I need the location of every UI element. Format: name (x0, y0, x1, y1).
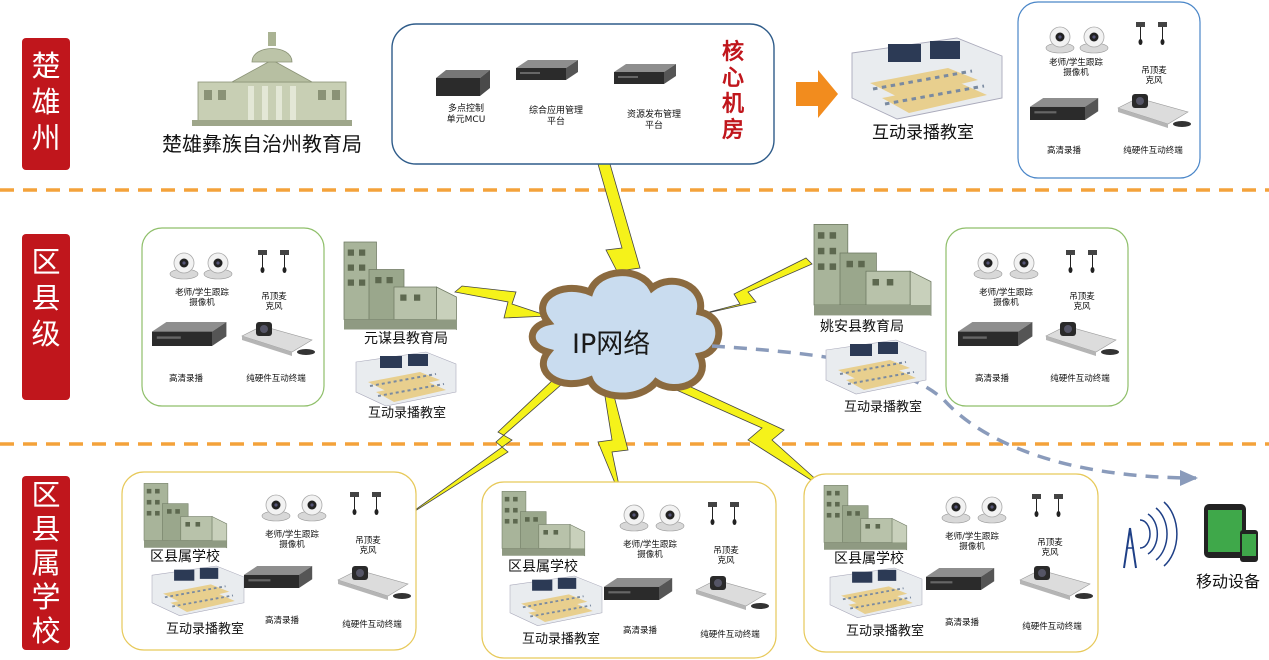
ip-network-label: IP网络 (572, 329, 651, 360)
county-bureau-name: 元谋县教育局 (364, 331, 448, 347)
mic-label: 吊顶麦 克风 (1037, 538, 1063, 558)
terminal-label: 纯硬件互动终端 (700, 630, 760, 640)
tier-label-prefecture: 楚 雄 州 (22, 38, 70, 170)
mic-label: 吊顶麦 克风 (1141, 66, 1167, 86)
school-name: 区县属学校 (150, 549, 220, 565)
device-resource-platform-label: 资源发布管理 平台 (626, 110, 681, 131)
mic-label: 吊顶麦 克风 (1069, 292, 1095, 312)
terminal-label: 纯硬件互动终端 (246, 374, 306, 384)
mic-label: 吊顶麦 克风 (261, 292, 287, 312)
recorder-label: 高清录播 (622, 626, 657, 636)
recorder-label: 高清录播 (1046, 146, 1081, 156)
camera-label: 老师/学生跟踪 摄像机 (175, 288, 229, 308)
tier-label-char: 楚 (31, 49, 61, 83)
school-classroom-label: 互动录播教室 (846, 624, 925, 639)
terminal-label: 纯硬件互动终端 (1123, 146, 1183, 156)
recorder-label: 高清录播 (168, 374, 203, 384)
recorder-label: 高清录播 (944, 618, 979, 628)
terminal-label: 纯硬件互动终端 (342, 620, 402, 630)
recorder-label: 高清录播 (264, 616, 299, 626)
tier-label-char: 县 (31, 512, 61, 546)
tier-label-char: 级 (31, 317, 61, 351)
school-classroom-label: 互动录播教室 (522, 632, 601, 647)
county-bureau-name: 姚安县教育局 (820, 319, 904, 335)
terminal-label: 纯硬件互动终端 (1050, 374, 1110, 384)
tier-label-char: 校 (31, 614, 61, 648)
terminal-label: 纯硬件互动终端 (1022, 622, 1082, 632)
tier-label-char: 雄 (31, 85, 61, 119)
tier-label-char: 县 (31, 281, 61, 315)
camera-label: 老师/学生跟踪 摄像机 (979, 288, 1033, 308)
tier-label-char: 区 (31, 478, 61, 512)
device-mcu-label: 多点控制 单元MCU (446, 104, 486, 125)
school-name: 区县属学校 (508, 559, 578, 575)
prefecture-classroom-label: 互动录播教室 (872, 123, 974, 143)
camera-label: 老师/学生跟踪 摄像机 (623, 540, 677, 560)
camera-label: 老师/学生跟踪 摄像机 (265, 530, 319, 550)
tier-label-char: 学 (31, 580, 61, 614)
tier-label-county: 区 县 级 (22, 234, 70, 400)
tier-label-char: 区 (31, 245, 61, 279)
school-classroom-label: 互动录播教室 (166, 622, 245, 637)
mic-label: 吊顶麦 克风 (355, 536, 381, 556)
tier-label-school: 区 县 属 学 校 (22, 476, 70, 650)
county-classroom-label: 互动录播教室 (844, 400, 923, 415)
tier-label-char: 属 (31, 546, 61, 580)
tier-label-char: 州 (31, 121, 61, 155)
prefecture-bureau-name: 楚雄彝族自治州教育局 (162, 132, 362, 156)
mic-label: 吊顶麦 克风 (713, 546, 739, 566)
school-name: 区县属学校 (834, 551, 904, 567)
county-classroom-label: 互动录播教室 (368, 406, 447, 421)
camera-label: 老师/学生跟踪 摄像机 (1049, 58, 1103, 78)
camera-label: 老师/学生跟踪 摄像机 (945, 532, 999, 552)
mobile-devices-label: 移动设备 (1196, 572, 1261, 591)
device-app-platform-label: 综合应用管理 平台 (528, 106, 583, 127)
recorder-label: 高清录播 (974, 374, 1009, 384)
datacenter-title: 核心机房 (721, 40, 744, 143)
